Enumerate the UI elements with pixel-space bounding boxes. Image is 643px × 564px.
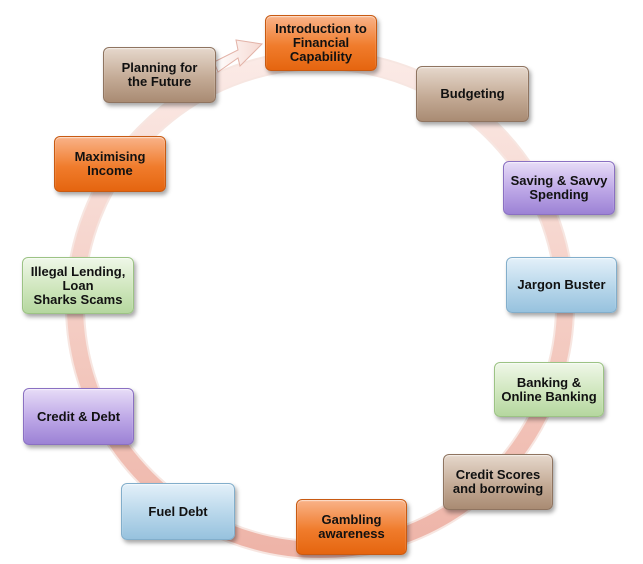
node-budgeting: Budgeting xyxy=(416,66,529,122)
node-maximising: Maximising Income xyxy=(54,136,166,192)
node-jargon: Jargon Buster xyxy=(506,257,617,313)
node-credit-scores: Credit Scores and borrowing xyxy=(443,454,553,510)
node-saving: Saving & Savvy Spending xyxy=(503,161,615,215)
node-introduction: Introduction to Financial Capability xyxy=(265,15,377,71)
node-fuel-debt: Fuel Debt xyxy=(121,483,235,540)
node-illegal-lending: Illegal Lending, Loan Sharks Scams xyxy=(22,257,134,314)
node-gambling: Gambling awareness xyxy=(296,499,407,555)
flow-arrow-head xyxy=(213,39,264,73)
node-credit-debt: Credit & Debt xyxy=(23,388,134,445)
node-banking: Banking & Online Banking xyxy=(494,362,604,417)
node-planning: Planning for the Future xyxy=(103,47,216,103)
